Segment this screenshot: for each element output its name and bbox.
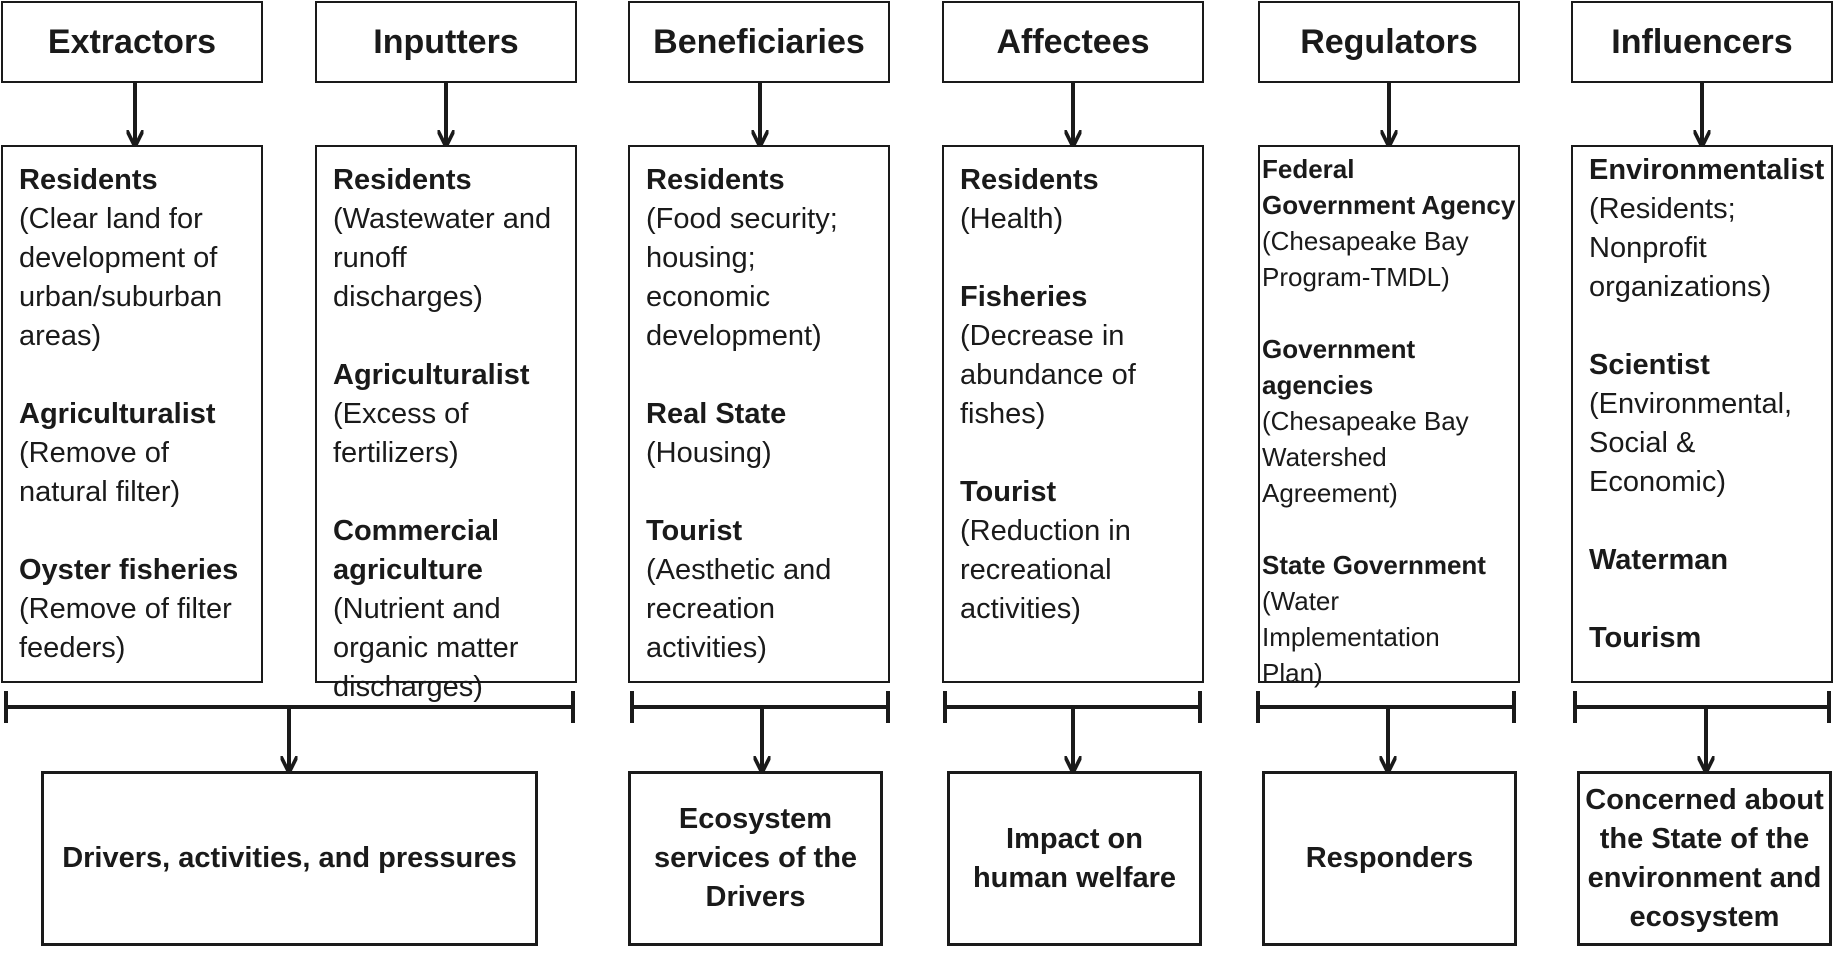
entry-name: Tourist bbox=[646, 515, 743, 547]
header-label: Regulators bbox=[1300, 22, 1478, 61]
header-label: Extractors bbox=[47, 22, 217, 61]
header-affectees: Affectees bbox=[942, 1, 1204, 83]
content-regulators: Federal Government Agency (Chesapeake Ba… bbox=[1258, 145, 1520, 688]
entry: Residents (Food security; housing; econo… bbox=[646, 161, 872, 356]
entry-name: Real State bbox=[646, 398, 787, 430]
entry: Fisheries (Decrease in abundance of fish… bbox=[960, 278, 1186, 434]
header-regulators: Regulators bbox=[1258, 1, 1520, 83]
entry-name: Residents bbox=[19, 164, 158, 196]
entry-name: Environmentalist bbox=[1589, 154, 1825, 186]
header-beneficiaries: Beneficiaries bbox=[628, 1, 890, 83]
entry-name: Residents bbox=[960, 164, 1099, 196]
content-affectees: Residents (Health) Fisheries (Decrease i… bbox=[942, 145, 1204, 683]
entry-desc: (Food security; housing; economic develo… bbox=[646, 203, 838, 352]
entry-name: Residents bbox=[646, 164, 785, 196]
bracket-ecosystem bbox=[630, 691, 890, 771]
bracket-concerned bbox=[1573, 691, 1831, 771]
content-extractors: Residents (Clear land for development of… bbox=[1, 145, 263, 683]
header-label: Influencers bbox=[1611, 22, 1793, 61]
entry-desc: (Environmental, Social & Economic) bbox=[1589, 388, 1793, 498]
entry-name: Government agencies bbox=[1262, 334, 1416, 400]
entry-desc: (Clear land for development of urban/sub… bbox=[19, 203, 223, 352]
bracket-impact bbox=[943, 691, 1202, 771]
header-extractors: Extractors bbox=[1, 1, 263, 83]
entry-name: Tourism bbox=[1589, 622, 1702, 654]
entry: Waterman bbox=[1589, 541, 1815, 580]
entry-name: Scientist bbox=[1589, 349, 1710, 381]
header-label: Inputters bbox=[373, 22, 519, 61]
entry-desc: (Chesapeake Bay Watershed Agreement) bbox=[1262, 406, 1469, 508]
header-label: Affectees bbox=[996, 22, 1150, 61]
entry: Residents (Health) bbox=[960, 161, 1186, 239]
outcome-concerned: Concerned about the State of the environ… bbox=[1577, 771, 1832, 946]
content-beneficiaries: Residents (Food security; housing; econo… bbox=[628, 145, 890, 683]
outcome-label: Impact on human welfare bbox=[972, 822, 1177, 894]
entry: State Government (Water Implementation P… bbox=[1262, 547, 1516, 691]
entry: Scientist (Environmental, Social & Econo… bbox=[1589, 346, 1815, 502]
entry: Tourism bbox=[1589, 619, 1815, 658]
bracket-drivers bbox=[4, 691, 575, 771]
entry-name: Agriculturalist bbox=[333, 359, 530, 391]
entry: Agriculturalist (Remove of natural filte… bbox=[19, 395, 245, 512]
entry-desc: (Aesthetic and recreation activities) bbox=[646, 554, 832, 664]
entry: Tourist (Reduction in recreational activ… bbox=[960, 473, 1186, 629]
entry-desc: (Excess of fertilizers) bbox=[333, 398, 469, 469]
entry-desc: (Nutrient and organic matter discharges) bbox=[333, 593, 519, 703]
entry: Government agencies (Chesapeake Bay Wate… bbox=[1262, 331, 1516, 511]
entry: Residents (Clear land for development of… bbox=[19, 161, 245, 356]
entry-desc: (Remove of filter feeders) bbox=[19, 593, 232, 664]
outcome-label: Responders bbox=[1305, 842, 1474, 874]
entry-desc: (Chesapeake Bay Program-TMDL) bbox=[1262, 226, 1469, 292]
entry: Federal Government Agency (Chesapeake Ba… bbox=[1262, 151, 1516, 295]
entry: Real State (Housing) bbox=[646, 395, 872, 473]
entry-name: Federal Government Agency bbox=[1262, 154, 1516, 220]
entry: Environmentalist (Residents; Nonprofit o… bbox=[1589, 151, 1825, 307]
entry-desc: (Decrease in abundance of fishes) bbox=[960, 320, 1136, 430]
entry-desc: (Residents; Nonprofit organizations) bbox=[1589, 193, 1772, 303]
bracket-responders bbox=[1256, 691, 1516, 771]
entry-desc: (Water Implementation Plan) bbox=[1262, 586, 1440, 688]
content-inputters: Residents (Wastewater and runoff dischar… bbox=[315, 145, 577, 703]
header-label: Beneficiaries bbox=[653, 22, 865, 61]
entry-name: Oyster fisheries bbox=[19, 554, 239, 586]
entry-name: Waterman bbox=[1589, 544, 1729, 576]
outcome-label: Drivers, activities, and pressures bbox=[62, 842, 517, 874]
entry: Residents (Wastewater and runoff dischar… bbox=[333, 161, 559, 317]
entry-desc: (Health) bbox=[960, 203, 1064, 235]
entry-desc: (Housing) bbox=[646, 437, 772, 469]
entry-name: Commercial agriculture bbox=[333, 515, 500, 586]
entry-name: Residents bbox=[333, 164, 472, 196]
entry: Agriculturalist (Excess of fertilizers) bbox=[333, 356, 559, 473]
entry-desc: (Remove of natural filter) bbox=[19, 437, 181, 508]
outcome-responders: Responders bbox=[1262, 771, 1517, 946]
entry-name: Fisheries bbox=[960, 281, 1088, 313]
outcome-drivers: Drivers, activities, and pressures bbox=[41, 771, 538, 946]
outcome-label: Ecosystem services of the Drivers bbox=[653, 803, 858, 913]
entry-desc: (Reduction in recreational activities) bbox=[960, 515, 1131, 625]
entry-name: Agriculturalist bbox=[19, 398, 216, 430]
entry-name: Tourist bbox=[960, 476, 1057, 508]
header-influencers: Influencers bbox=[1571, 1, 1833, 83]
entry: Oyster fisheries (Remove of filter feede… bbox=[19, 551, 245, 668]
entry: Tourist (Aesthetic and recreation activi… bbox=[646, 512, 872, 668]
header-inputters: Inputters bbox=[315, 1, 577, 83]
entry-desc: (Wastewater and runoff discharges) bbox=[333, 203, 552, 313]
entry-name: State Government bbox=[1262, 550, 1486, 580]
entry: Commercial agriculture (Nutrient and org… bbox=[333, 512, 559, 707]
content-influencers: Environmentalist (Residents; Nonprofit o… bbox=[1571, 145, 1833, 683]
outcome-label: Concerned about the State of the environ… bbox=[1585, 783, 1824, 933]
outcome-ecosystem-services: Ecosystem services of the Drivers bbox=[628, 771, 883, 946]
outcome-impact-human-welfare: Impact on human welfare bbox=[947, 771, 1202, 946]
